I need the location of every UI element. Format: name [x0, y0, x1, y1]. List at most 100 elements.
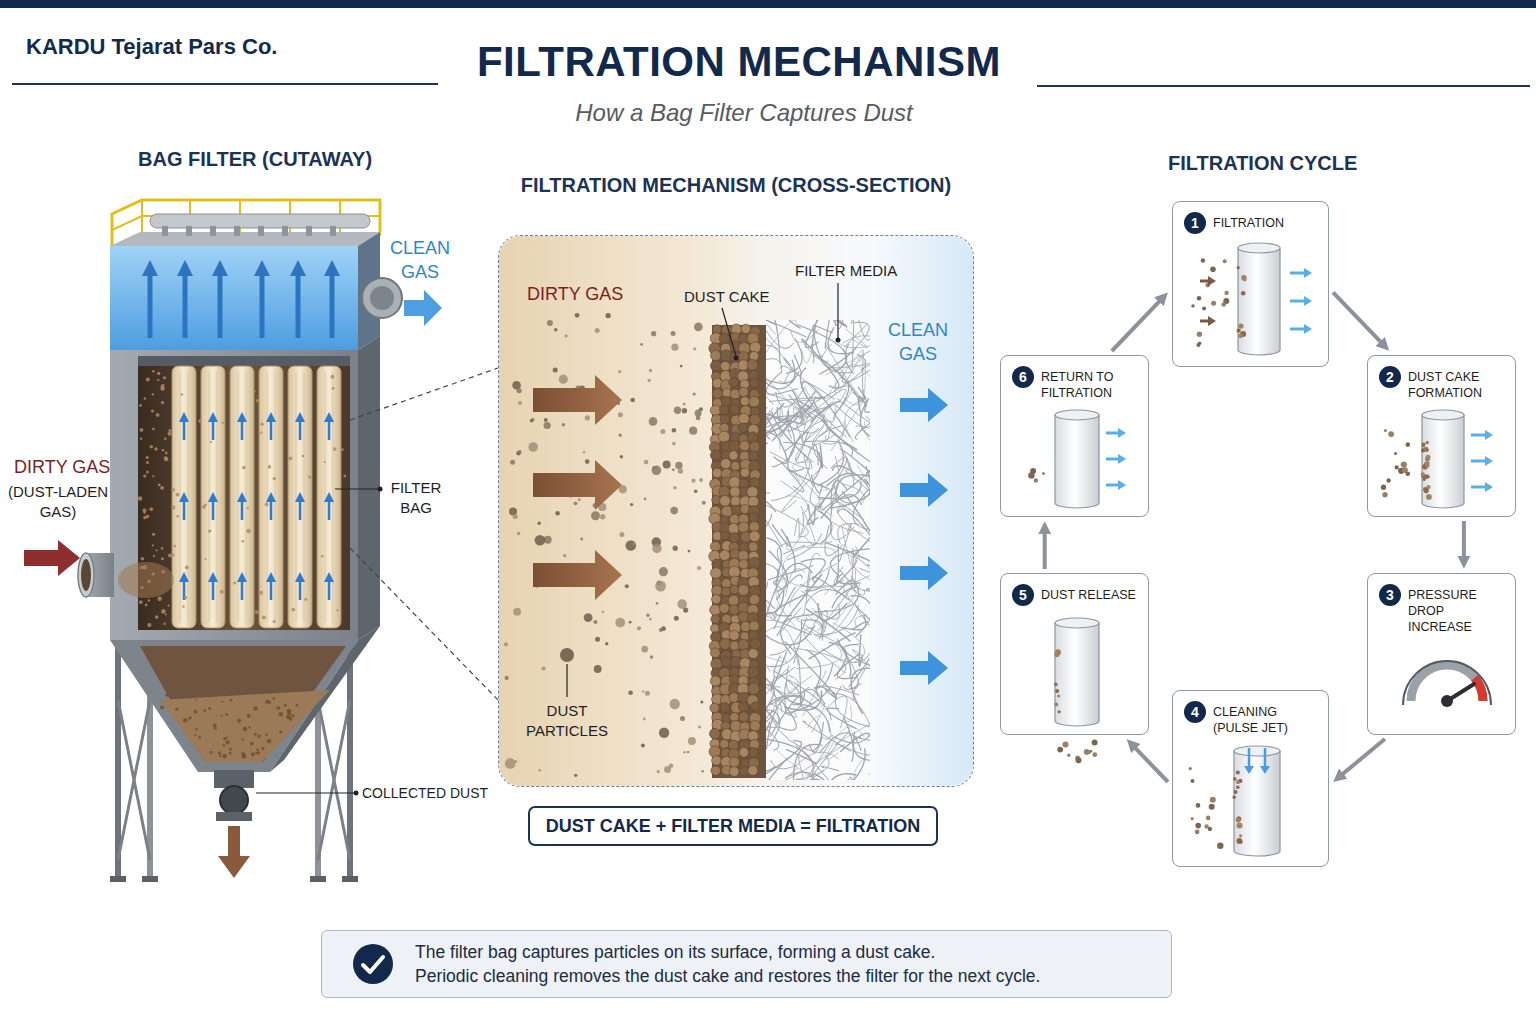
fiber — [776, 560, 782, 599]
fiber — [781, 529, 795, 573]
dust-particle — [630, 503, 633, 506]
dust-particle — [659, 567, 668, 576]
bag-flow-arrowhead — [324, 412, 334, 422]
dust-particle — [518, 450, 522, 454]
cycle-step-box: 4CLEANING (PULSE JET) — [1172, 690, 1329, 867]
fiber — [805, 320, 830, 348]
top-band — [0, 0, 1536, 8]
dust-cake-grain — [750, 721, 760, 731]
dust-speck — [208, 707, 211, 710]
dust-particle — [580, 538, 583, 541]
dust-cake-grain — [738, 702, 748, 712]
dust-particle — [693, 392, 696, 395]
dust-particle — [574, 774, 577, 777]
dust-dot — [1202, 306, 1206, 310]
dust-cake-grain — [750, 379, 759, 388]
dust-speck — [253, 390, 255, 392]
dust-particle — [687, 751, 689, 753]
dust-cake-grain — [709, 746, 720, 757]
dust-cake-grain — [719, 333, 729, 343]
dust-speck — [152, 544, 154, 546]
dust-particle — [555, 511, 560, 516]
dust-cake-grain — [729, 767, 739, 777]
dust-speck — [259, 591, 263, 595]
bag-flow-arrow — [270, 500, 273, 520]
dust-coating — [1236, 838, 1242, 844]
note-text: Periodic cleaning removes the dust cake … — [415, 964, 1155, 988]
flow-label: DIRTY GAS — [527, 284, 623, 305]
fiber — [789, 394, 813, 418]
dust-particle — [595, 328, 600, 333]
dust-particle — [591, 511, 600, 520]
dust-cake-grain — [749, 522, 759, 532]
dust-cake-grain — [720, 415, 730, 425]
dust-particle — [605, 313, 610, 318]
dust-speck — [241, 738, 243, 740]
clean-arrow-head — [1485, 456, 1493, 466]
dust-speck — [143, 509, 147, 513]
dust-dot — [1197, 296, 1202, 301]
dust-cake-grain — [721, 506, 732, 517]
dust-speck — [147, 623, 151, 627]
dust-dot — [1210, 797, 1216, 803]
hopper-interior — [140, 646, 346, 762]
dirty-gas-arrow — [24, 540, 80, 576]
fiber — [836, 405, 870, 428]
dust-particle — [537, 521, 541, 525]
clean-gas-arrow — [900, 651, 948, 685]
dust-dot — [1394, 452, 1397, 455]
step-number: 6 — [1012, 366, 1034, 388]
dust-particle — [547, 320, 553, 326]
dirty-gas-arrow — [533, 550, 622, 600]
dust-speck — [185, 566, 189, 570]
fiber — [866, 466, 870, 498]
bag-ridge — [333, 372, 334, 622]
dust-particle — [643, 718, 646, 721]
dust-cake-grain — [740, 468, 749, 477]
dust-speck — [262, 615, 266, 619]
dust-cake-grain — [719, 486, 730, 497]
dust-cake-grain — [730, 487, 740, 497]
dust-dot — [1076, 757, 1082, 763]
dust-dot — [1221, 302, 1226, 307]
dust-particle — [626, 540, 637, 551]
dust-dot — [1191, 817, 1194, 820]
dust-cake-grain — [719, 550, 730, 561]
bag-ridge — [188, 372, 189, 622]
clean-flow-arrowhead — [254, 260, 270, 276]
dust-speck — [155, 615, 159, 619]
fiber — [802, 339, 839, 388]
dust-particle — [673, 486, 677, 490]
dust-particle — [652, 544, 661, 553]
dust-particle — [505, 676, 509, 680]
check-mark — [363, 957, 383, 972]
dust-speck — [172, 553, 175, 556]
dust-particle — [683, 751, 686, 754]
step-label: FILTRATION — [1213, 215, 1322, 231]
fiber — [856, 606, 870, 643]
dust-speck — [253, 706, 257, 710]
dust-speck — [182, 605, 185, 608]
dust-speck — [237, 719, 241, 723]
dust-coating — [1232, 796, 1236, 800]
dust-dot — [1209, 804, 1215, 810]
dust-coating — [1058, 710, 1061, 713]
dust-particle — [701, 770, 703, 772]
dust-particle — [651, 331, 656, 336]
dust-particle — [578, 498, 581, 501]
dust-dot — [1195, 823, 1201, 829]
fiber — [772, 420, 795, 468]
subtitle: How a Bag Filter Captures Dust — [575, 99, 912, 127]
filter-bag — [172, 366, 196, 628]
bag-flow-arrowhead — [324, 572, 334, 582]
dust-cake-grain — [750, 639, 760, 649]
dust-cake-grain — [739, 387, 748, 396]
dust-dot — [1217, 843, 1223, 849]
bag-flow-arrowhead — [237, 412, 247, 422]
dust-particle — [649, 369, 652, 372]
dust-coating — [1233, 790, 1237, 794]
dust-speck — [143, 516, 146, 519]
bag-ridge — [304, 372, 305, 622]
fiber — [794, 655, 801, 706]
